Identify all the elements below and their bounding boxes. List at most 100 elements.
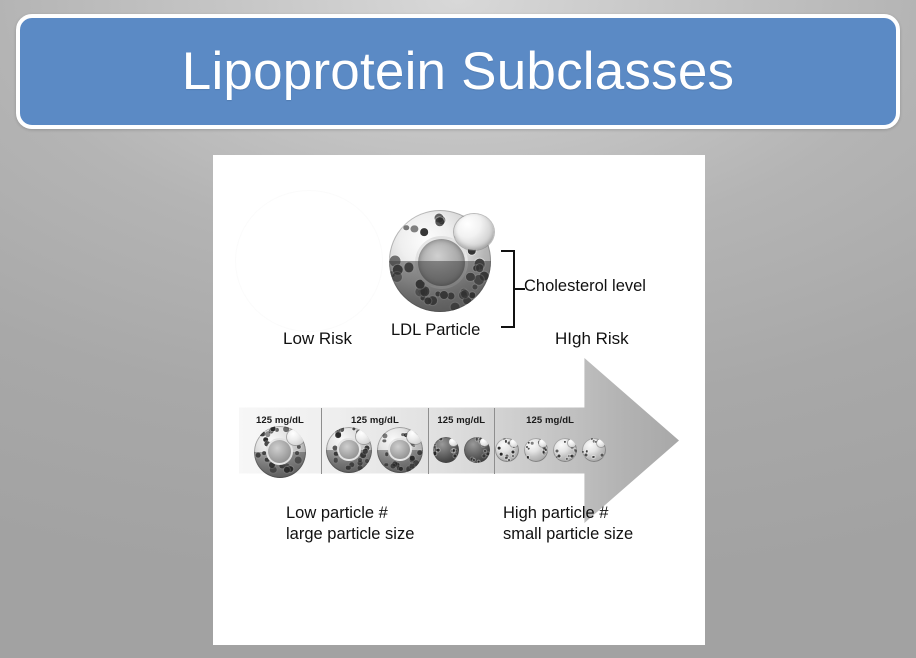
- speckle-dot: [473, 265, 480, 271]
- low-risk-caption: Low particle # large particle size: [286, 503, 414, 545]
- particle-protein-lobe: [406, 429, 423, 444]
- speckle-dot: [420, 228, 428, 236]
- speckle-dot: [418, 287, 428, 296]
- particle-speckle: [511, 450, 515, 454]
- ldl-particle: [326, 426, 373, 473]
- speckle-dot: [420, 286, 430, 297]
- particle-speckle: [382, 438, 387, 443]
- particle-speckle: [544, 448, 547, 451]
- risk-panel-4: 125 mg/dL: [494, 408, 606, 474]
- particle-speckle: [483, 450, 486, 453]
- particle-speckle: [336, 428, 341, 433]
- speckle-dot: [427, 295, 438, 306]
- particle-speckle: [505, 456, 508, 460]
- particle-speckle: [500, 452, 503, 456]
- particle-protein-lobe: [287, 428, 305, 446]
- particle-speckle: [335, 432, 341, 439]
- particle-speckle: [433, 443, 437, 446]
- ldl-particle: [463, 436, 490, 463]
- particle-speckle: [436, 448, 440, 452]
- speckle-dot: [475, 264, 484, 273]
- particle-speckle: [530, 442, 534, 445]
- speckle-dot: [463, 296, 471, 305]
- speckle-dot: [389, 271, 395, 277]
- ghost-circle-artifact: [235, 190, 383, 332]
- high-risk-caption: High particle # small particle size: [503, 503, 633, 545]
- particle-speckle: [470, 457, 474, 461]
- particle-speckle: [563, 441, 567, 444]
- particle-speckle: [527, 441, 530, 445]
- particle-protein-lobe: [355, 429, 372, 444]
- slide-title-banner: Lipoprotein Subclasses: [16, 14, 900, 129]
- panel-particle-group: [429, 426, 494, 474]
- particle-speckle: [259, 431, 265, 437]
- speckle-dot: [472, 284, 478, 290]
- particle-speckle: [555, 449, 559, 453]
- particle-speckle: [557, 455, 561, 458]
- page-title: Lipoprotein Subclasses: [181, 42, 735, 101]
- particle-speckle: [600, 453, 604, 457]
- particle-speckle: [594, 440, 597, 443]
- particle-speckle: [296, 444, 302, 449]
- particle-speckle: [570, 454, 574, 458]
- ldl-particle-caption: LDL Particle: [391, 321, 481, 339]
- speckle-dot: [392, 264, 404, 276]
- particle-speckle: [263, 436, 269, 443]
- particle-speckle: [452, 449, 455, 452]
- speckle-dot: [446, 292, 455, 300]
- ldl-particle: [523, 437, 548, 462]
- particle-speckle: [332, 445, 338, 451]
- particle-speckle: [591, 455, 594, 458]
- lipoprotein-figure: Cholesterol level LDL Particle 125 mg/dL…: [213, 155, 705, 645]
- high-risk-label: HIgh Risk: [555, 329, 629, 348]
- speckle-dot: [410, 225, 418, 233]
- particle-speckle: [274, 427, 279, 432]
- particle-speckle: [283, 426, 289, 432]
- particle-speckle: [472, 458, 475, 461]
- particle-speckle: [581, 450, 584, 453]
- risk-panel-3: 125 mg/dL: [429, 407, 495, 474]
- particle-speckle: [478, 440, 482, 443]
- particle-speckle: [338, 426, 345, 432]
- particle-speckle: [502, 437, 506, 440]
- speckle-dot: [404, 262, 414, 272]
- particle-speckle: [269, 425, 276, 431]
- apob-protein-lobe: [454, 214, 494, 250]
- low-caption-line2: large particle size: [286, 525, 415, 544]
- particle-speckle: [497, 446, 501, 450]
- particle-speckle: [351, 427, 356, 431]
- low-caption-line1: Low particle #: [286, 504, 388, 522]
- speckle-dot: [435, 291, 441, 297]
- particle-speckle: [268, 428, 274, 434]
- ldl-particle: [552, 437, 577, 462]
- panel-particle-group: [239, 425, 321, 478]
- particle-speckle: [433, 451, 437, 455]
- speckle-dot: [466, 273, 475, 282]
- speckle-dot: [403, 225, 409, 231]
- particle-speckle: [508, 458, 511, 461]
- ldl-particle: [581, 437, 606, 462]
- particle-speckle: [401, 432, 405, 437]
- cholesterol-bracket-icon: [501, 250, 515, 328]
- risk-panel-2: 125 mg/dL: [322, 407, 429, 474]
- particle-speckle: [565, 457, 568, 460]
- cholesterol-level-label: Cholesterol level: [524, 277, 646, 295]
- panel-dose-label: 125 mg/dL: [437, 414, 486, 426]
- speckle-dot: [392, 271, 403, 282]
- speckle-dot: [415, 287, 425, 297]
- speckle-dot: [459, 291, 467, 299]
- particle-speckle: [477, 460, 480, 463]
- particle-speckle: [568, 455, 571, 458]
- particle-speckle: [526, 456, 529, 459]
- risk-panel-1: 125 mg/dL: [239, 407, 322, 478]
- particle-protein-lobe: [449, 438, 459, 447]
- particle-speckle: [364, 445, 370, 451]
- particle-protein-lobe: [480, 438, 490, 447]
- ldl-particle: [432, 436, 459, 463]
- ldl-particle: [253, 425, 306, 478]
- particle-speckle: [434, 448, 438, 452]
- panel-dose-label: 125 mg/dL: [256, 414, 304, 426]
- particle-speckle: [507, 441, 511, 445]
- particle-speckle: [584, 453, 588, 457]
- risk-panel-band: 125 mg/dL 125 mg/dL 125 mg/dL 125 mg/dL: [239, 407, 606, 478]
